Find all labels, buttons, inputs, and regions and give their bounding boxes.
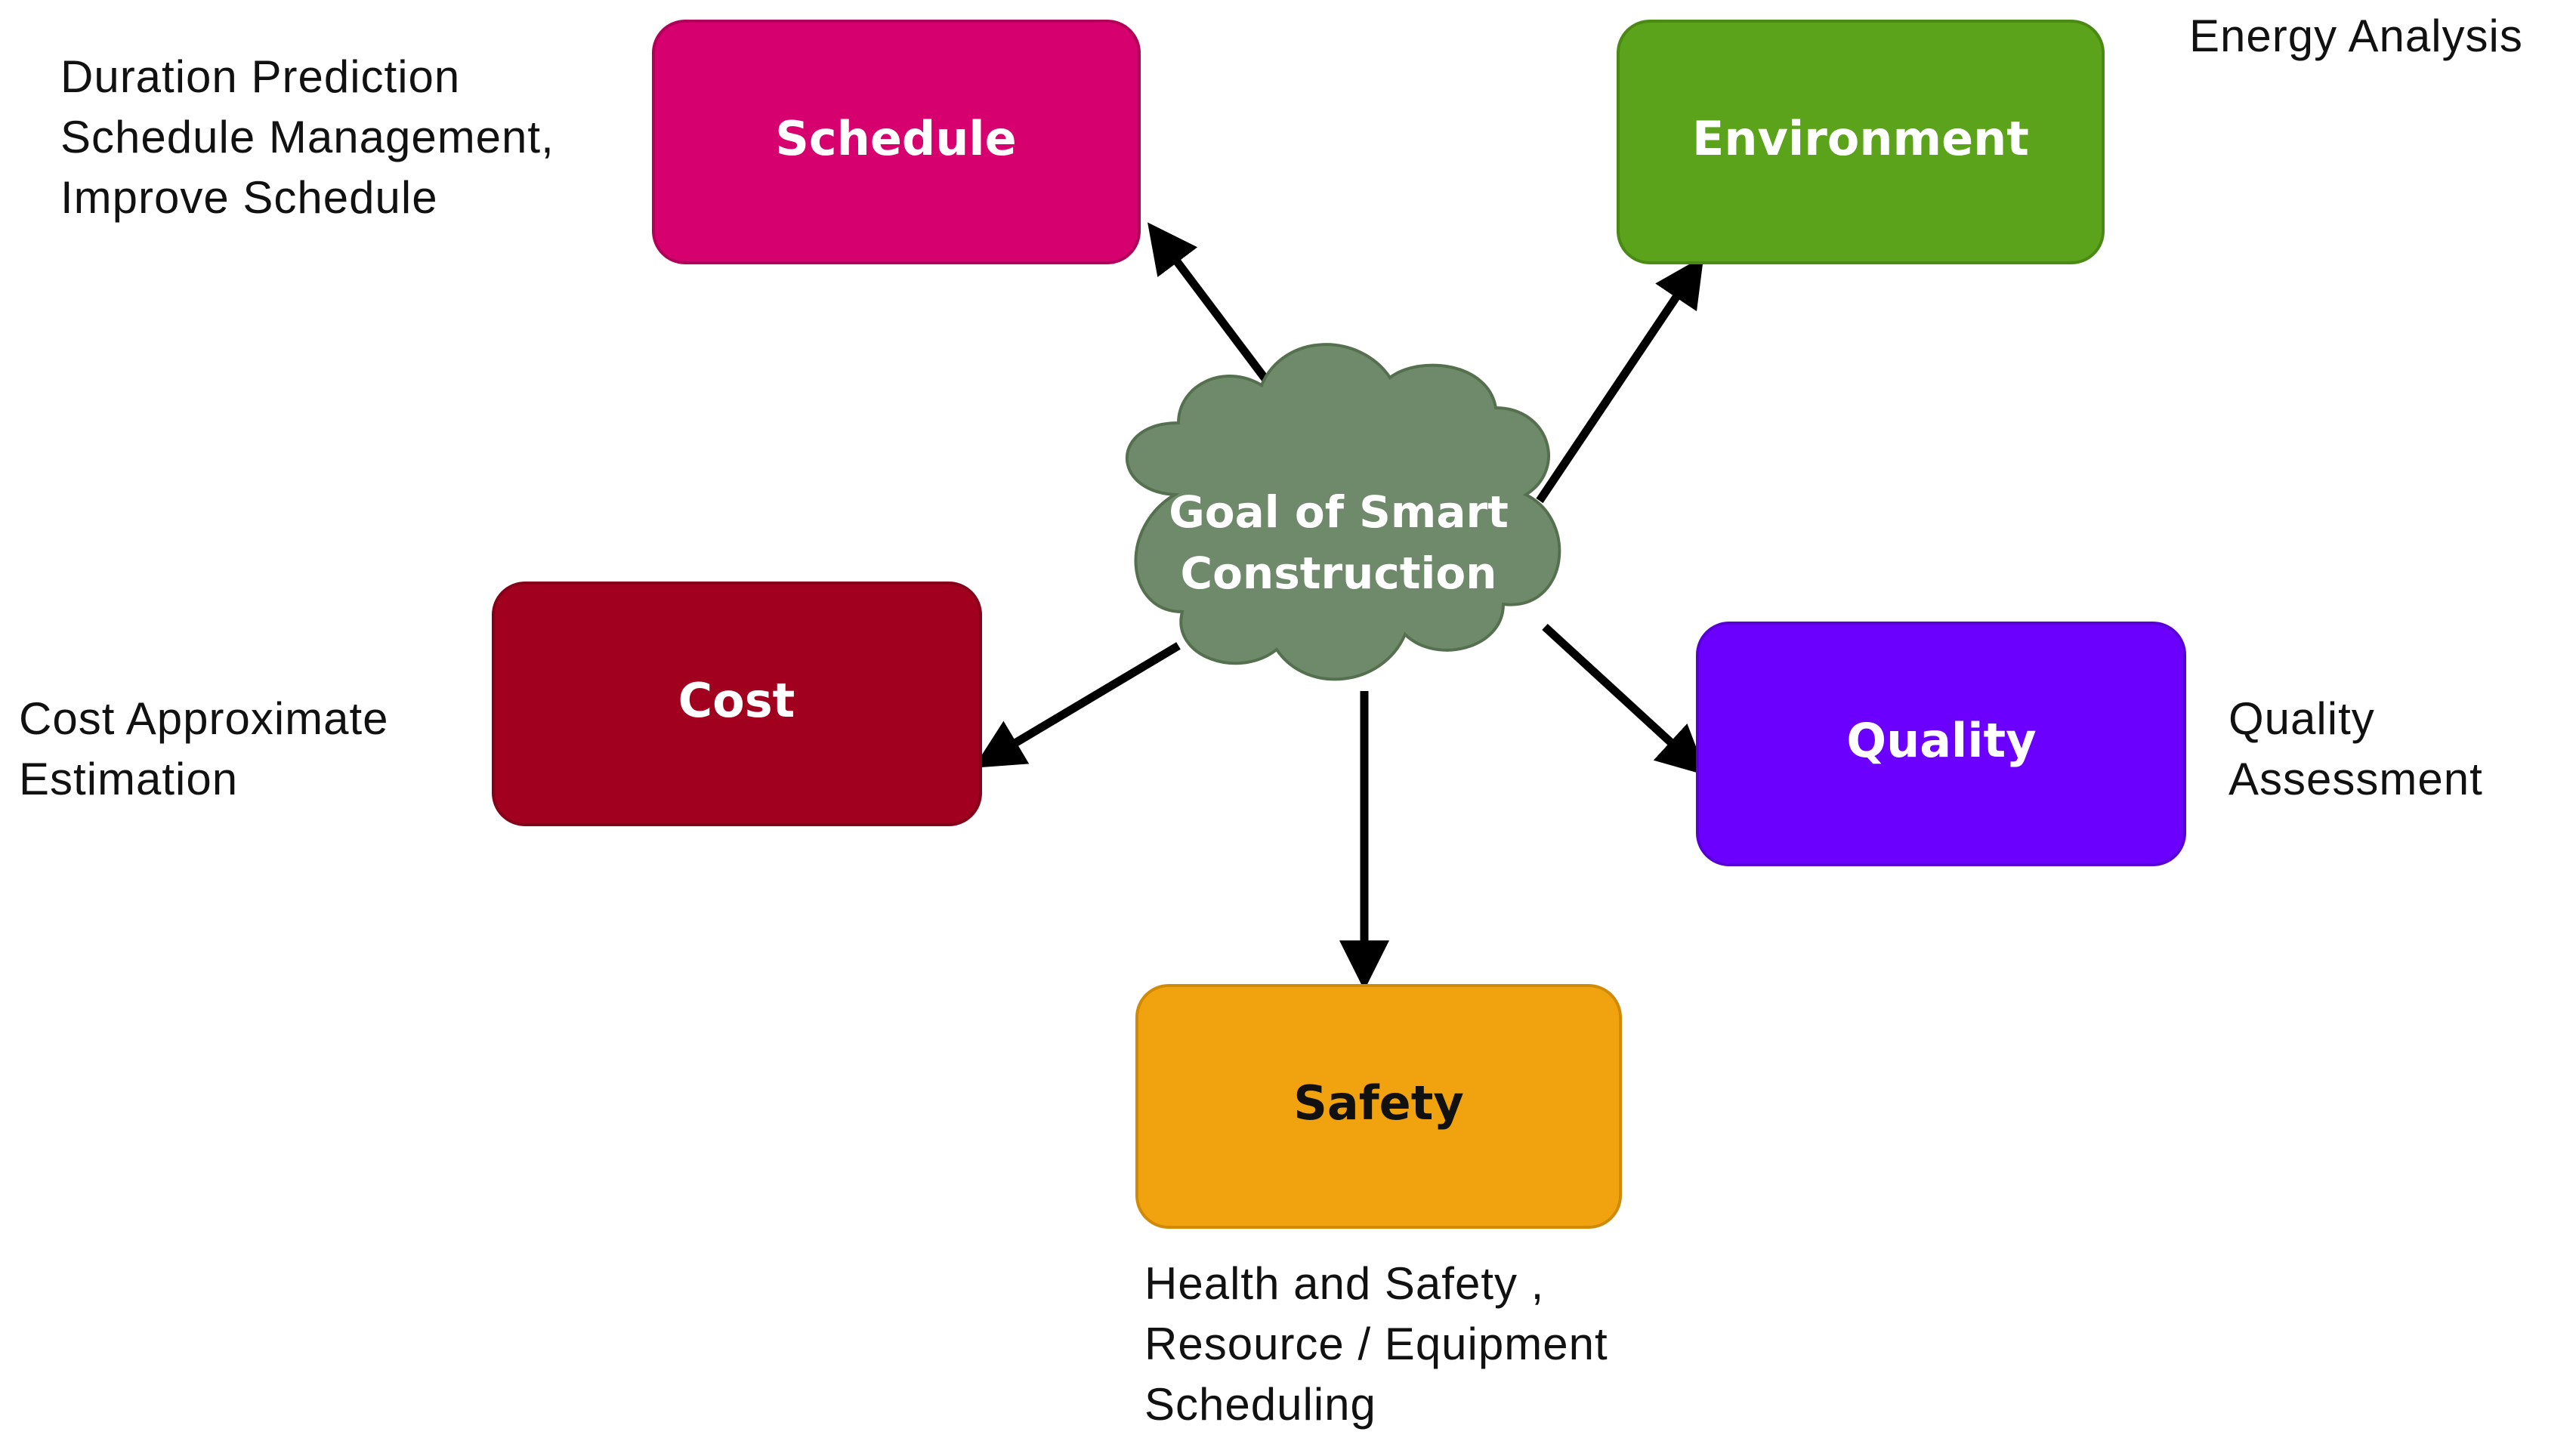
arrow-to-cost [973, 642, 1181, 768]
center-title-line1: Goal of Smart [1169, 486, 1509, 538]
cost-label: Cost [678, 673, 795, 728]
schedule-label: Schedule [775, 111, 1016, 166]
quality-label: Quality [1846, 713, 2036, 768]
cost-annotation-line: Cost Approximate [19, 693, 389, 744]
environment-box [1617, 20, 2105, 264]
safety-annotation: Health and Safety , Resource / Equipment… [1144, 1254, 1608, 1435]
center-cloud: Goal of Smart Construction [1125, 343, 1561, 681]
quality-annotation: Quality Assessment [2229, 689, 2483, 810]
cost-annotation: Cost Approximate Estimation [19, 689, 389, 810]
node-schedule: Schedule [652, 20, 1141, 264]
quality-annotation-line: Quality [2229, 693, 2375, 744]
environment-label: Environment [1692, 111, 2029, 166]
center-title-line2: Construction [1181, 548, 1497, 599]
connector-arrows [973, 222, 1707, 991]
node-safety: Safety [1135, 984, 1622, 1229]
environment-annotation: Energy Analysis [2189, 6, 2523, 66]
quality-annotation-line: Assessment [2229, 754, 2483, 804]
safety-label: Safety [1293, 1075, 1464, 1131]
environment-annotation-line: Energy Analysis [2189, 11, 2523, 61]
safety-annotation-line: Health and Safety , [1144, 1258, 1545, 1309]
schedule-annotation-line: Schedule Management, [60, 112, 554, 162]
schedule-annotation-line: Improve Schedule [60, 172, 438, 223]
schedule-annotation: Duration Prediction Schedule Management,… [60, 47, 554, 228]
arrow-to-environment [1536, 256, 1704, 504]
safety-annotation-line: Resource / Equipment [1144, 1319, 1608, 1369]
cost-box [492, 582, 982, 826]
schedule-box [652, 20, 1141, 264]
safety-box [1135, 984, 1622, 1229]
arrow-to-quality [1542, 623, 1707, 776]
node-quality: Quality [1696, 622, 2186, 866]
cloud-shape [1125, 343, 1561, 681]
node-environment: Environment [1617, 20, 2105, 264]
schedule-annotation-line: Duration Prediction [60, 51, 461, 102]
safety-annotation-line: Scheduling [1144, 1379, 1376, 1430]
node-cost: Cost [492, 582, 982, 826]
quality-box [1696, 622, 2186, 866]
cost-annotation-line: Estimation [19, 754, 239, 804]
